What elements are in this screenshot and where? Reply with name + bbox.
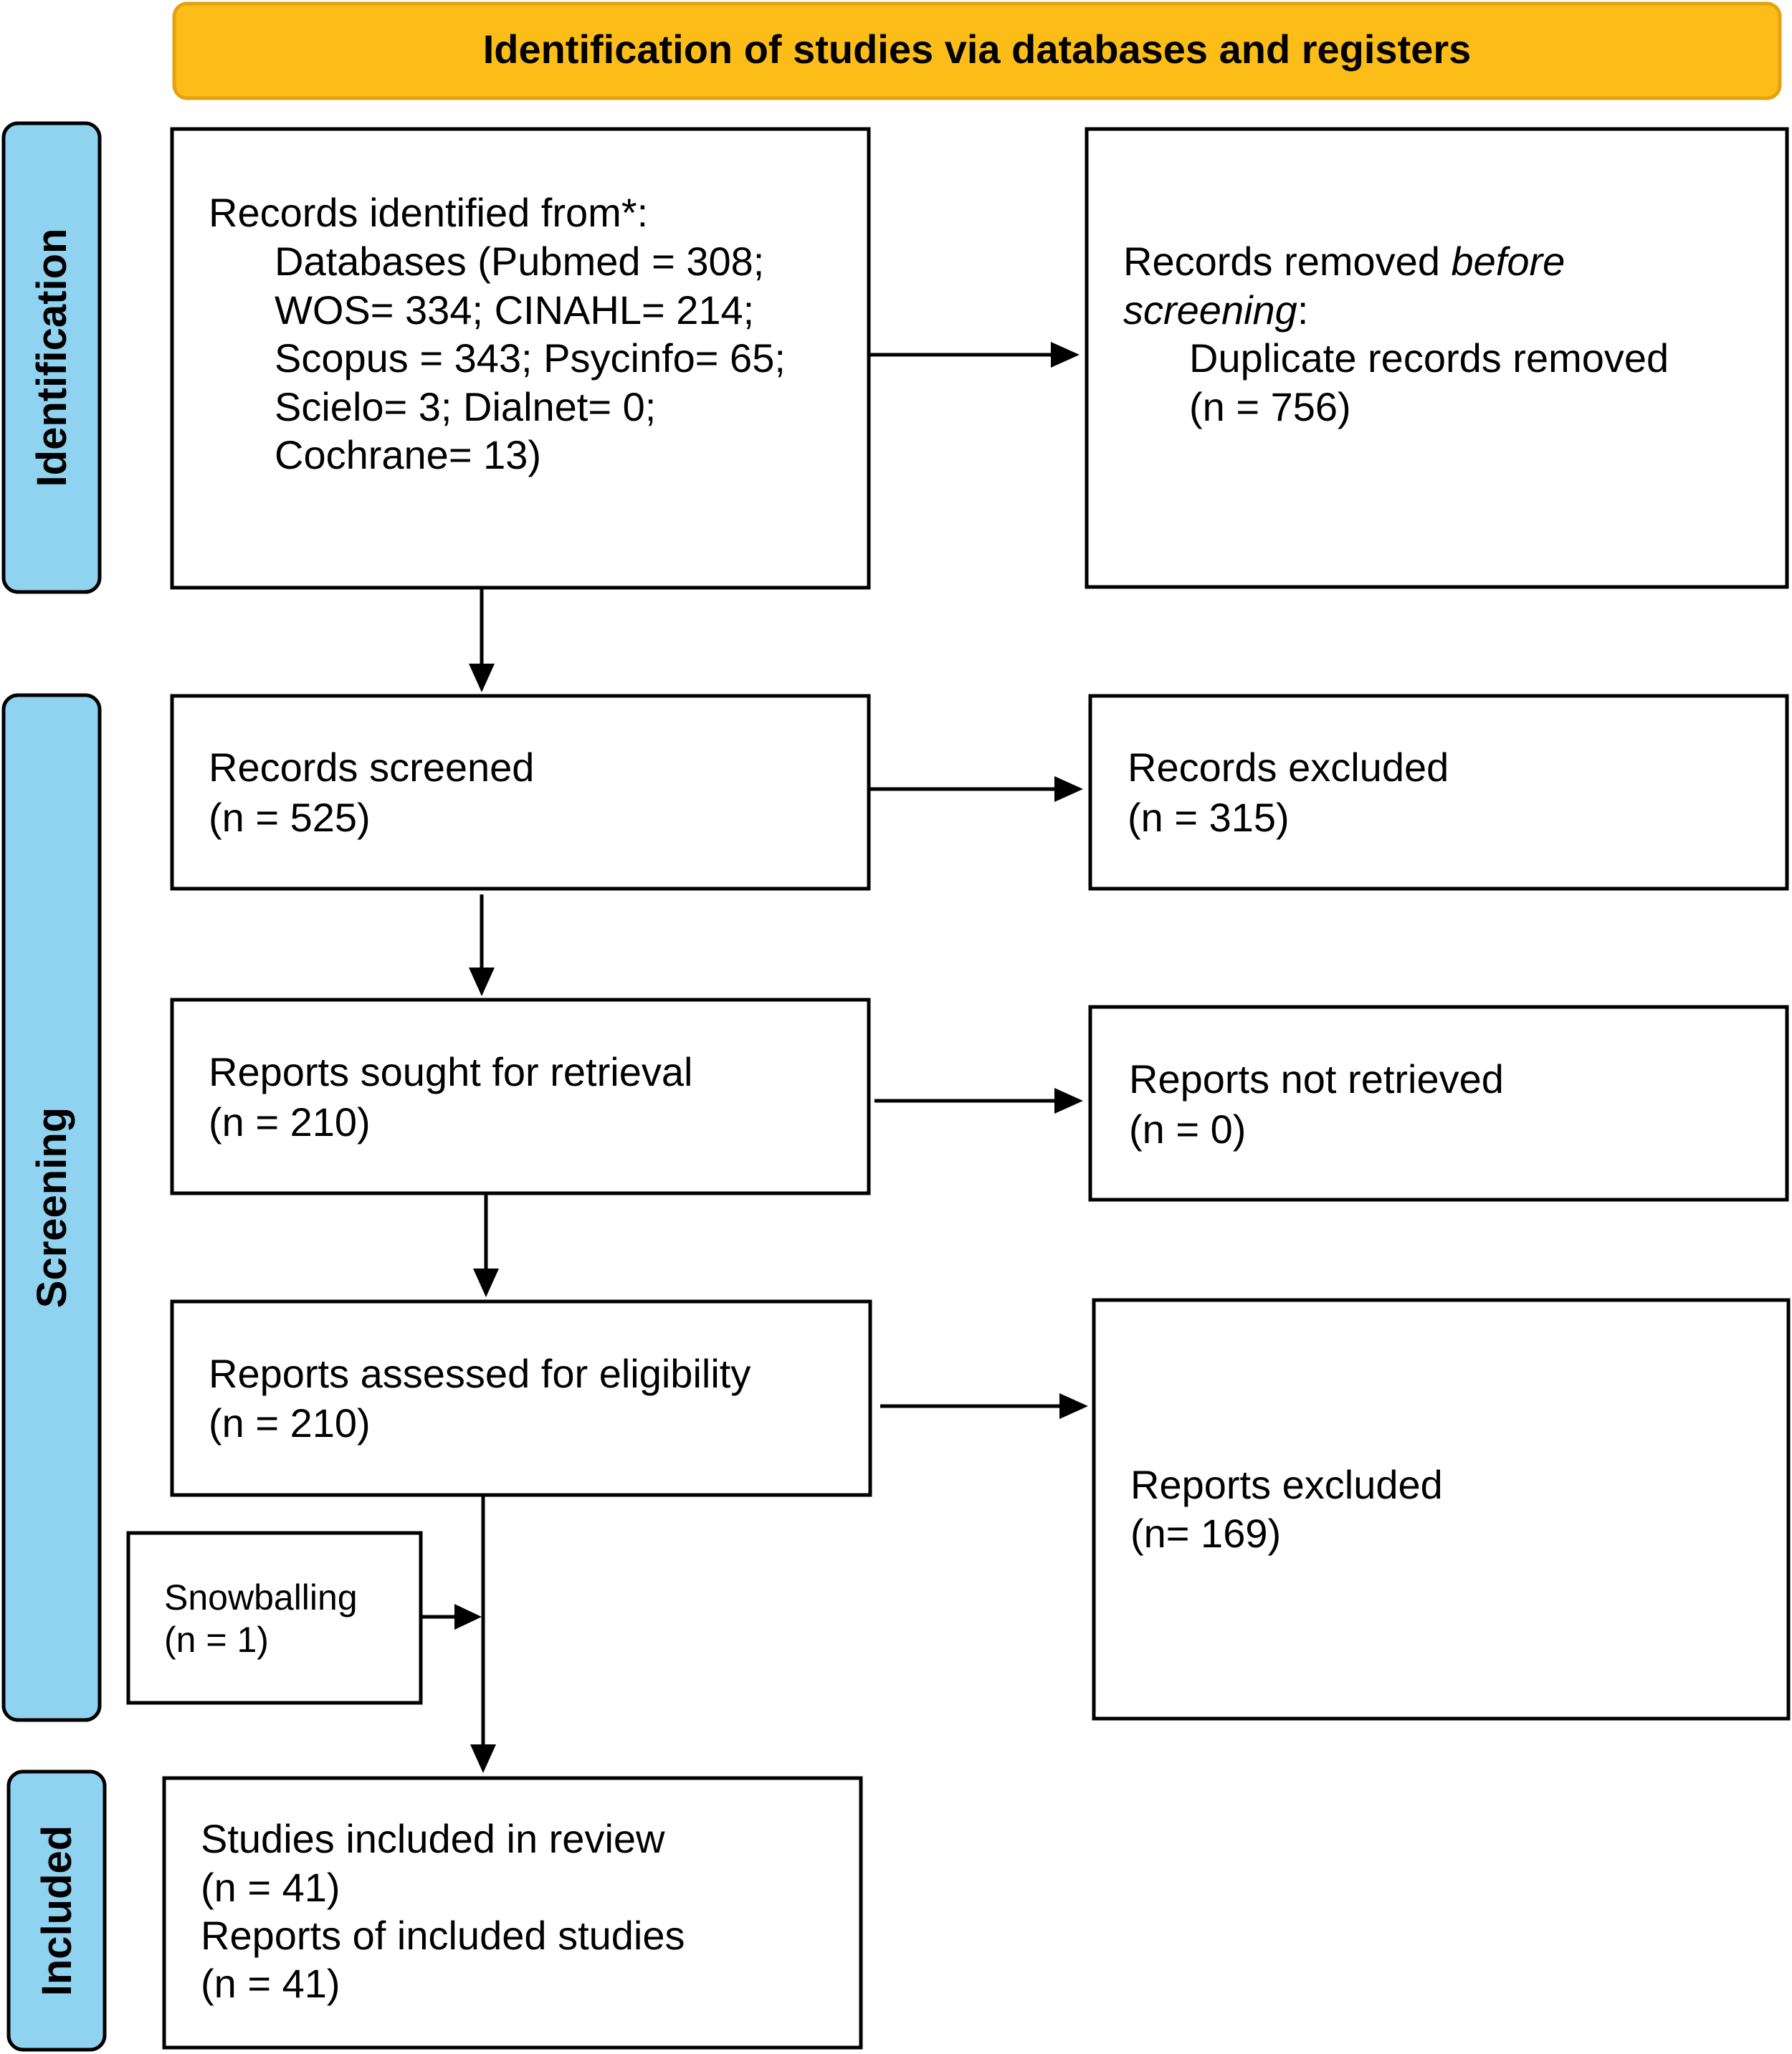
records-removed-duplicates: Duplicate records removed xyxy=(1189,335,1669,381)
records-excluded-box: Records excluded (n = 315) xyxy=(1088,694,1789,891)
records-screened-count: (n = 525) xyxy=(209,795,371,840)
arrowhead-identified-to-screened xyxy=(469,664,495,692)
reports-excluded-box: Reports excluded (n= 169) xyxy=(1092,1298,1791,1721)
snowballing-label: Snowballing xyxy=(164,1577,358,1618)
records-identified-title: Records identified from*: xyxy=(209,190,648,235)
records-excluded-count: (n = 315) xyxy=(1128,795,1290,840)
arrowhead-assessed-to-included xyxy=(470,1744,496,1773)
header-banner: Identification of studies via databases … xyxy=(172,1,1782,100)
arrowhead-sought-to-not-retrieved xyxy=(1054,1088,1083,1114)
records-identified-scopus: Scopus = 343; Psycinfo= 65; xyxy=(275,335,786,381)
records-removed-box: Records removed before screening: Duplic… xyxy=(1085,127,1789,589)
studies-included-count: (n = 41) xyxy=(201,1865,340,1910)
arrowhead-screened-to-sought xyxy=(469,968,495,996)
connectors xyxy=(421,342,1088,1773)
records-identified-wos: WOS= 334; CINAHL= 214; xyxy=(275,287,754,333)
snowballing-box: Snowballing (n = 1) xyxy=(126,1531,423,1705)
reports-sought-count: (n = 210) xyxy=(209,1099,371,1145)
reports-assessed-label: Reports assessed for eligibility xyxy=(209,1351,750,1396)
reports-assessed-box: Reports assessed for eligibility (n = 21… xyxy=(170,1299,872,1497)
studies-included-label: Studies included in review xyxy=(201,1816,665,1861)
studies-included-box: Studies included in review (n = 41) Repo… xyxy=(162,1776,863,2050)
phase-screening: Screening xyxy=(1,693,102,1722)
records-removed-count: (n = 756) xyxy=(1189,384,1351,429)
arrowhead-identified-to-removed xyxy=(1051,342,1080,368)
reports-not-retrieved-count: (n = 0) xyxy=(1129,1107,1246,1152)
records-excluded-label: Records excluded xyxy=(1128,745,1449,790)
reports-not-retrieved-box: Reports not retrieved (n = 0) xyxy=(1088,1005,1789,1202)
records-identified-databases: Databases (Pubmed = 308; xyxy=(275,239,764,284)
records-removed-title-b: before xyxy=(1452,239,1565,284)
records-identified-cochrane: Cochrane= 13) xyxy=(275,432,541,477)
records-screened-label: Records screened xyxy=(209,745,534,790)
reports-excluded-count: (n= 169) xyxy=(1130,1511,1281,1556)
reports-not-retrieved-label: Reports not retrieved xyxy=(1129,1056,1504,1102)
reports-included-count: (n = 41) xyxy=(201,1961,340,2006)
arrowhead-screened-to-excluded xyxy=(1054,776,1083,802)
arrowhead-assessed-to-excluded xyxy=(1059,1393,1088,1419)
reports-sought-box: Reports sought for retrieval (n = 210) xyxy=(170,998,871,1195)
records-identified-scielo: Scielo= 3; Dialnet= 0; xyxy=(275,384,656,429)
records-removed-title: Records removed before xyxy=(1123,239,1565,284)
records-removed-screening: screening: xyxy=(1123,287,1308,333)
phase-included: Included xyxy=(6,1769,107,2052)
records-removed-title-a: Records removed xyxy=(1123,239,1452,284)
records-removed-screening-a: screening xyxy=(1123,287,1297,333)
snowballing-count: (n = 1) xyxy=(164,1620,269,1660)
records-removed-screening-b: : xyxy=(1297,287,1309,333)
arrowhead-sought-to-assessed xyxy=(473,1269,499,1297)
reports-assessed-count: (n = 210) xyxy=(209,1400,371,1446)
reports-excluded-label: Reports excluded xyxy=(1130,1462,1443,1507)
phase-identification: Identification xyxy=(1,121,102,594)
arrowhead-snowballing-to-main xyxy=(454,1604,482,1630)
header-title: Identification of studies via databases … xyxy=(483,27,1472,72)
records-identified-box: Records identified from*: Databases (Pub… xyxy=(170,127,871,590)
phase-identification-label: Identification xyxy=(29,229,75,487)
phase-screening-label: Screening xyxy=(29,1107,75,1308)
records-screened-box: Records screened (n = 525) xyxy=(170,694,871,891)
reports-sought-label: Reports sought for retrieval xyxy=(209,1049,692,1094)
phase-included-label: Included xyxy=(34,1825,80,1996)
reports-included-label: Reports of included studies xyxy=(201,1913,685,1958)
